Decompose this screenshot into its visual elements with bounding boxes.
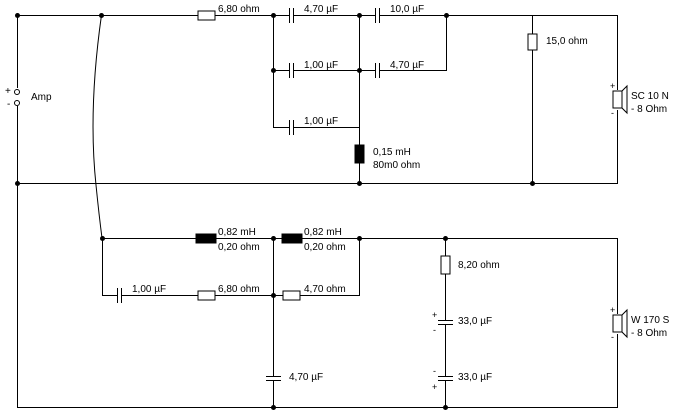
woofer-inductor-2-resistance: 0,20 ohm bbox=[304, 242, 346, 253]
tweeter-speaker-plus: + bbox=[610, 81, 615, 91]
tweeter-cap-top-1-label: 4,70 µF bbox=[304, 4, 338, 15]
woofer-cap-shunt bbox=[266, 376, 281, 381]
amp-terminals bbox=[14, 89, 20, 106]
tweeter-speaker-icon bbox=[612, 84, 628, 115]
woofer-notch-cap-1 bbox=[438, 320, 453, 325]
amp-minus-sign: - bbox=[7, 99, 10, 110]
woofer-notch-cap-2-plus: + bbox=[432, 382, 437, 392]
woofer-speaker-name: W 170 S bbox=[631, 315, 670, 326]
amp-plus-sign: + bbox=[5, 86, 11, 97]
woofer-inductor-1 bbox=[195, 233, 217, 244]
woofer-resistor-2 bbox=[282, 290, 301, 301]
tweeter-cap-mid-1-label: 1,00 µF bbox=[304, 60, 338, 71]
amp-label: Amp bbox=[31, 92, 52, 103]
tweeter-cap-top-2 bbox=[375, 8, 380, 23]
woofer-notch-cap-1-plus: + bbox=[432, 310, 437, 320]
woofer-cap-series-label: 1,00 µF bbox=[132, 284, 166, 295]
tweeter-speaker-name: SC 10 N bbox=[631, 91, 669, 102]
woofer-cap-shunt-label: 4,70 µF bbox=[289, 372, 323, 383]
tweeter-cap-mid-1 bbox=[289, 63, 294, 78]
tweeter-series-resistor-label: 6,80 ohm bbox=[218, 4, 260, 15]
tweeter-shunt-resistor-label: 15,0 ohm bbox=[546, 36, 588, 47]
tweeter-cap-top-2-label: 10,0 µF bbox=[390, 4, 424, 15]
wires bbox=[17, 15, 618, 408]
tweeter-cap-top-1 bbox=[289, 8, 294, 23]
tweeter-cap-mid-2-label: 4,70 µF bbox=[390, 60, 424, 71]
crossing-wire bbox=[92, 14, 103, 239]
woofer-notch-cap-1-label: 33,0 µF bbox=[458, 316, 492, 327]
woofer-resistor-1-label: 6,80 ohm bbox=[218, 284, 260, 295]
woofer-notch-resistor bbox=[440, 255, 451, 275]
tweeter-cap-mid-2 bbox=[375, 63, 380, 78]
woofer-notch-cap-2-minus: - bbox=[433, 366, 436, 376]
tweeter-cap-low-label: 1,00 µF bbox=[304, 116, 338, 127]
tweeter-cap-low bbox=[289, 120, 294, 135]
woofer-inductor-1-resistance: 0,20 ohm bbox=[218, 242, 260, 253]
tweeter-inductor-resistance: 80m0 ohm bbox=[373, 160, 420, 171]
junction-dots bbox=[15, 13, 535, 410]
woofer-speaker-plus: + bbox=[610, 305, 615, 315]
woofer-inductor-2 bbox=[281, 233, 303, 244]
woofer-speaker-impedance: - 8 Ohm bbox=[631, 328, 667, 339]
woofer-notch-cap-2-label: 33,0 µF bbox=[458, 372, 492, 383]
woofer-cap-series bbox=[117, 288, 122, 303]
tweeter-speaker-impedance: - 8 Ohm bbox=[631, 104, 667, 115]
tweeter-shunt-resistor bbox=[527, 33, 538, 51]
woofer-inductor-1-value: 0,82 mH bbox=[218, 227, 256, 238]
tweeter-inductor-value: 0,15 mH bbox=[373, 147, 411, 158]
woofer-resistor-2-label: 4,70 ohm bbox=[304, 284, 346, 295]
woofer-notch-cap-2 bbox=[438, 376, 453, 381]
woofer-speaker-icon bbox=[612, 308, 628, 339]
tweeter-speaker-minus: - bbox=[611, 108, 614, 118]
tweeter-series-resistor bbox=[197, 10, 216, 21]
woofer-notch-cap-1-minus: - bbox=[433, 325, 436, 335]
woofer-inductor-2-value: 0,82 mH bbox=[304, 227, 342, 238]
woofer-resistor-1 bbox=[197, 290, 216, 301]
tweeter-inductor bbox=[354, 144, 365, 164]
woofer-speaker-minus: - bbox=[611, 332, 614, 342]
woofer-notch-resistor-label: 8,20 ohm bbox=[458, 260, 500, 271]
